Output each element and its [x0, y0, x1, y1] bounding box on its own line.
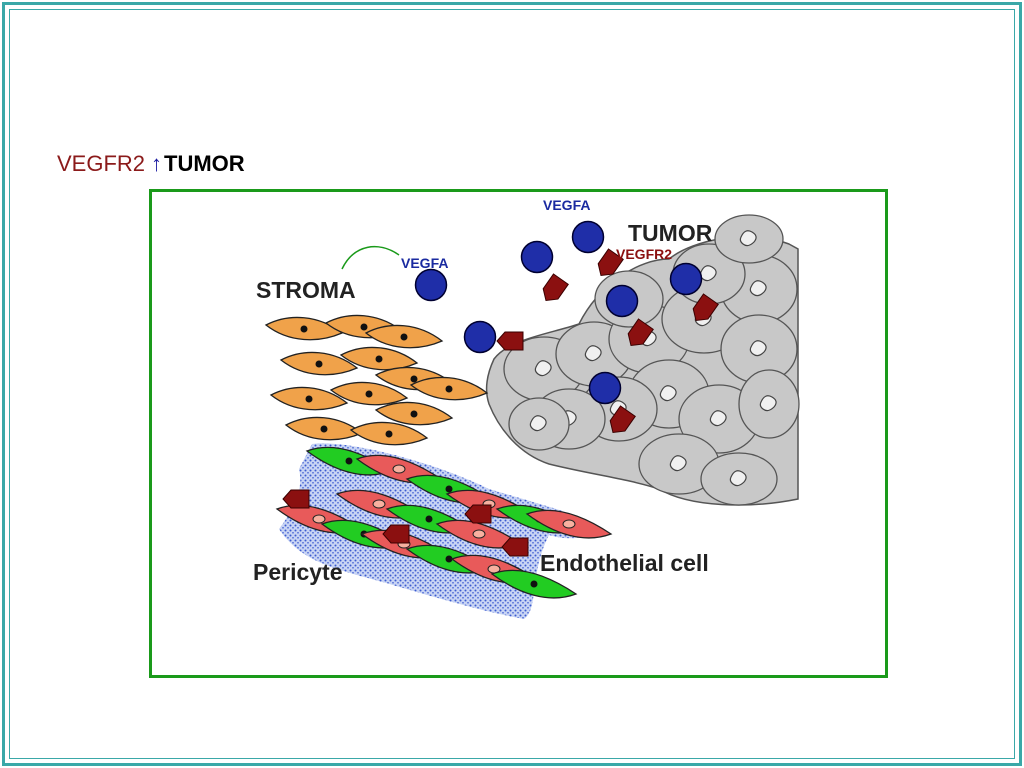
- vegfr2-receptor: [282, 489, 310, 509]
- vegfr2-receptor: [609, 405, 636, 434]
- vegfr2-receptor: [542, 273, 569, 302]
- pericyte-nucleus: [445, 485, 453, 493]
- endothelial-cell-label: Endothelial cell: [540, 550, 709, 576]
- stroma-nucleus: [320, 425, 328, 433]
- tumor-nucleus: [669, 455, 687, 472]
- vegfa-ligand: [605, 284, 639, 318]
- vegfr2-receptor: [627, 318, 654, 347]
- stroma-nucleus: [365, 390, 373, 398]
- vegfa-ligand: [588, 371, 622, 405]
- vegfa-ligand: [463, 320, 497, 354]
- stroma-nucleus: [400, 333, 408, 341]
- vegfa-label-left: VEGFA: [401, 255, 448, 271]
- tumor-nucleus: [749, 280, 767, 297]
- tumor-nucleus: [739, 230, 757, 247]
- vegfa-ligand: [571, 220, 605, 254]
- tumor-nucleus: [584, 345, 602, 362]
- stroma-nucleus: [410, 375, 418, 383]
- stroma-nucleus: [445, 385, 453, 393]
- stroma-nucleus: [300, 325, 308, 333]
- vegfr2-receptor: [496, 331, 524, 351]
- tumor-nucleus: [709, 410, 727, 427]
- stroma-nucleus: [375, 355, 383, 363]
- tumor-nucleus: [534, 360, 552, 377]
- title-tumor: TUMOR: [164, 151, 245, 176]
- vegfr2-receptor: [692, 293, 719, 322]
- tumor-nucleus: [529, 415, 547, 432]
- slide-frame-inner: [9, 9, 1015, 759]
- stroma-nucleus: [315, 360, 323, 368]
- slide-title: VEGFR2↑TUMOR: [57, 150, 245, 178]
- stroma-label: STROMA: [256, 277, 356, 303]
- tumor-nucleus: [759, 395, 777, 412]
- vegfr2-receptor: [597, 248, 624, 277]
- pericyte-label: Pericyte: [253, 559, 343, 585]
- tumor-nucleus: [659, 385, 677, 402]
- vegfa-ligand: [414, 268, 448, 302]
- vegfa-label-top: VEGFA: [543, 197, 590, 213]
- up-arrow-icon: ↑: [151, 151, 163, 176]
- tumor-nucleus: [729, 470, 747, 487]
- vegfr2-receptor: [382, 524, 410, 544]
- stroma-cells: [264, 314, 489, 446]
- vegfr2-label: VEGFR2: [616, 246, 672, 262]
- vegfa-ligands: [414, 220, 703, 405]
- stroma-nucleus: [360, 323, 368, 331]
- endothelial-nucleus: [562, 519, 576, 529]
- pericyte-nucleus: [425, 515, 433, 523]
- pericyte-nucleus: [530, 580, 538, 588]
- vessel-cells: [275, 446, 613, 599]
- stroma-nucleus: [385, 430, 393, 438]
- endothelial-nucleus: [372, 499, 386, 509]
- diagram-illustration: STROMA TUMOR Pericyte Endothelial cell V…: [253, 197, 800, 619]
- pericyte-nucleus: [445, 555, 453, 563]
- title-gene: VEGFR2: [57, 151, 146, 176]
- pointer-line: [341, 246, 400, 270]
- endothelial-nucleus: [392, 464, 406, 474]
- vegfr2-receptors: [282, 248, 719, 557]
- vegfr2-receptor: [464, 504, 492, 524]
- stroma-nucleus: [410, 410, 418, 418]
- tumor-nucleus: [749, 340, 767, 357]
- vegfr2-receptor: [501, 537, 529, 557]
- pericyte-nucleus: [345, 457, 353, 465]
- vegfa-ligand: [520, 240, 554, 274]
- stroma-nucleus: [305, 395, 313, 403]
- endothelial-nucleus: [312, 514, 326, 524]
- endothelial-nucleus: [472, 529, 486, 539]
- tumor-label: TUMOR: [628, 220, 713, 246]
- vegfa-ligand: [669, 262, 703, 296]
